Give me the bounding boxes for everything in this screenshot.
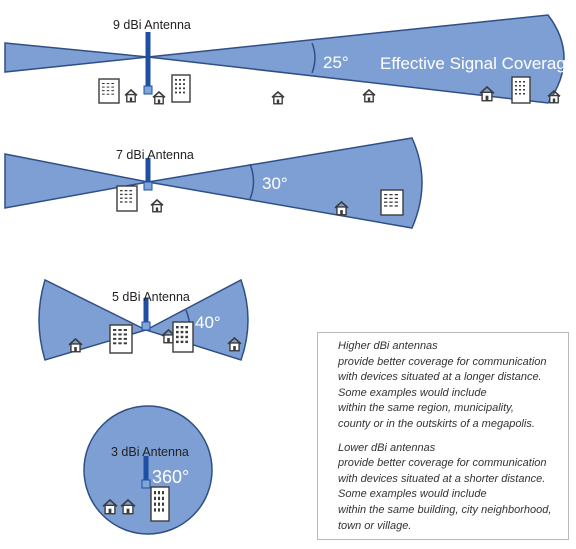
note-line: with devices situated at a shorter dista… <box>338 472 546 485</box>
note-line: provide better coverage for communicatio… <box>338 355 547 368</box>
angle-arc-25 <box>311 42 316 74</box>
angle-label-360: 360° <box>152 467 190 487</box>
building-icon <box>116 185 138 212</box>
house-icon <box>334 200 349 216</box>
house-icon <box>547 89 561 104</box>
note-line: within the same building, city neighborh… <box>338 503 552 516</box>
house-icon <box>227 336 242 352</box>
note-box: Higher dBi antennas provide better cover… <box>317 332 569 540</box>
note-line: with devices situated at a longer distan… <box>338 371 542 384</box>
angle-label-40: 40° <box>195 313 221 332</box>
building-icon <box>172 321 194 353</box>
note-line: county or in the outskirts of a megapoli… <box>338 417 535 430</box>
note-line: Lower dBi antennas <box>338 441 436 454</box>
note-line: Some examples would include <box>338 386 487 399</box>
angle-label-25: 25° <box>323 53 349 72</box>
beam-5dbi-left <box>38 278 149 361</box>
building-icon <box>109 324 133 354</box>
angle-label-30: 30° <box>262 174 288 193</box>
building-icon <box>150 486 170 522</box>
antenna-icon <box>143 32 153 95</box>
building-icon <box>98 78 120 104</box>
note-line: Some examples would include <box>338 488 487 501</box>
house-icon <box>150 198 164 213</box>
antenna-label-5dbi: 5 dBi Antenna <box>112 290 190 304</box>
antenna-icon <box>143 158 153 191</box>
house-icon <box>124 88 138 103</box>
beam-7dbi-right <box>147 137 423 229</box>
note-line: provide better coverage for communicatio… <box>338 457 547 470</box>
note-line: town or village. <box>338 519 412 532</box>
antenna-label-9dbi: 9 dBi Antenna <box>113 18 191 32</box>
building-icon <box>171 74 191 103</box>
beam-5dbi-right <box>144 278 249 361</box>
house-icon <box>68 337 83 353</box>
beam-9dbi <box>4 42 149 73</box>
building-icon <box>380 189 404 216</box>
house-icon <box>120 498 136 515</box>
house-icon <box>102 498 118 515</box>
antenna-icon <box>141 456 151 489</box>
house-icon <box>271 90 285 105</box>
angle-arc-30 <box>249 163 255 200</box>
note-line: Higher dBi antennas <box>338 340 438 352</box>
house-icon <box>479 85 495 102</box>
antenna-icon <box>141 298 151 331</box>
coverage-label: Effective Signal Coverage <box>380 54 576 73</box>
note-line: within the same region, municipality, <box>338 402 514 415</box>
antenna-label-7dbi: 7 dBi Antenna <box>116 148 194 162</box>
antenna-label-3dbi: 3 dBi Antenna <box>111 445 189 459</box>
house-icon <box>362 88 376 103</box>
building-icon <box>511 76 531 104</box>
house-icon <box>152 90 166 105</box>
beam-7dbi-left <box>4 153 149 209</box>
